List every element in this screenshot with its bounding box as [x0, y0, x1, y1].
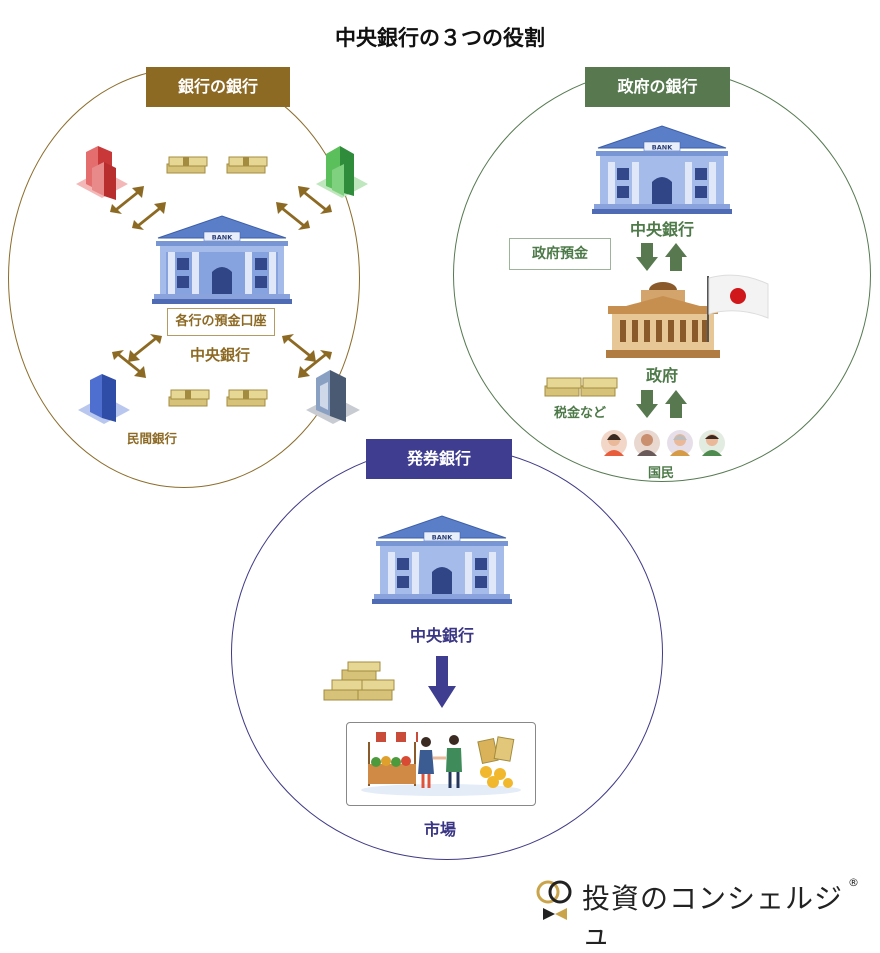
red-bank-tower-icon — [76, 146, 128, 200]
central-bank-building-icon: BANK — [152, 215, 292, 304]
central-bank-label-1: 中央銀行 — [189, 346, 250, 364]
brand-name: 投資のコンシェルジュ — [582, 882, 844, 951]
japan-flag-icon — [707, 274, 769, 342]
central-bank-label-2: 中央銀行 — [629, 220, 694, 239]
issue-down-arrow-icon — [428, 656, 456, 708]
down-arrow-icon-1 — [636, 243, 658, 271]
exchange-arrows-icon-br — [282, 334, 332, 378]
up-arrow-icon-1 — [665, 243, 687, 271]
market-scene-icon — [361, 732, 521, 796]
svg-text:BANK: BANK — [432, 534, 453, 542]
svg-text:BANK: BANK — [212, 234, 233, 242]
exchange-arrows-icon-bl — [112, 334, 162, 378]
page-title: 中央銀行の３つの役割 — [335, 26, 545, 50]
citizens-label: 国民 — [647, 466, 674, 481]
brand-logo-icon — [536, 880, 572, 920]
cash-stack-icon-3 — [168, 389, 210, 407]
gov-deposit-label: 政府預金 — [509, 238, 611, 270]
cash-stack-icon-2 — [226, 156, 268, 174]
up-arrow-icon-2 — [665, 390, 687, 418]
cash-stack-icon-4 — [226, 389, 268, 407]
banknote-stack-icon — [323, 661, 395, 701]
government-building-icon — [606, 282, 720, 358]
account-label: 各行の預金口座 — [167, 308, 275, 336]
central-bank-label-3: 中央銀行 — [409, 626, 474, 645]
bank-of-banks-heading: 銀行の銀行 — [146, 67, 290, 107]
gray-bank-tower-icon — [306, 370, 360, 424]
citizen-avatar-icon-1 — [601, 430, 627, 456]
exchange-arrows-icon-tr — [276, 186, 332, 230]
registered-mark: ® — [848, 876, 859, 889]
green-bank-tower-icon — [316, 146, 368, 198]
citizen-avatar-icon-2 — [634, 430, 660, 456]
svg-text:BANK: BANK — [652, 144, 673, 152]
down-arrow-icon-2 — [636, 390, 658, 418]
citizen-avatar-icon-3 — [667, 430, 693, 456]
tax-label: 税金など — [553, 406, 606, 421]
blue-bank-tower-icon — [78, 374, 130, 424]
exchange-arrows-icon-tl — [110, 186, 166, 230]
tax-cash-stack-icon — [544, 377, 618, 397]
gov-bank-heading: 政府の銀行 — [585, 67, 730, 107]
citizen-avatar-icon-4 — [699, 430, 725, 456]
government-label: 政府 — [645, 366, 678, 385]
central-bank-building-icon-3: BANK — [372, 515, 512, 604]
central-bank-building-icon-2: BANK — [592, 125, 732, 214]
cash-stack-icon-1 — [166, 156, 208, 174]
issuing-bank-heading: 発券銀行 — [366, 439, 512, 479]
market-label: 市場 — [423, 820, 456, 839]
private-banks-label: 民間銀行 — [126, 431, 177, 446]
